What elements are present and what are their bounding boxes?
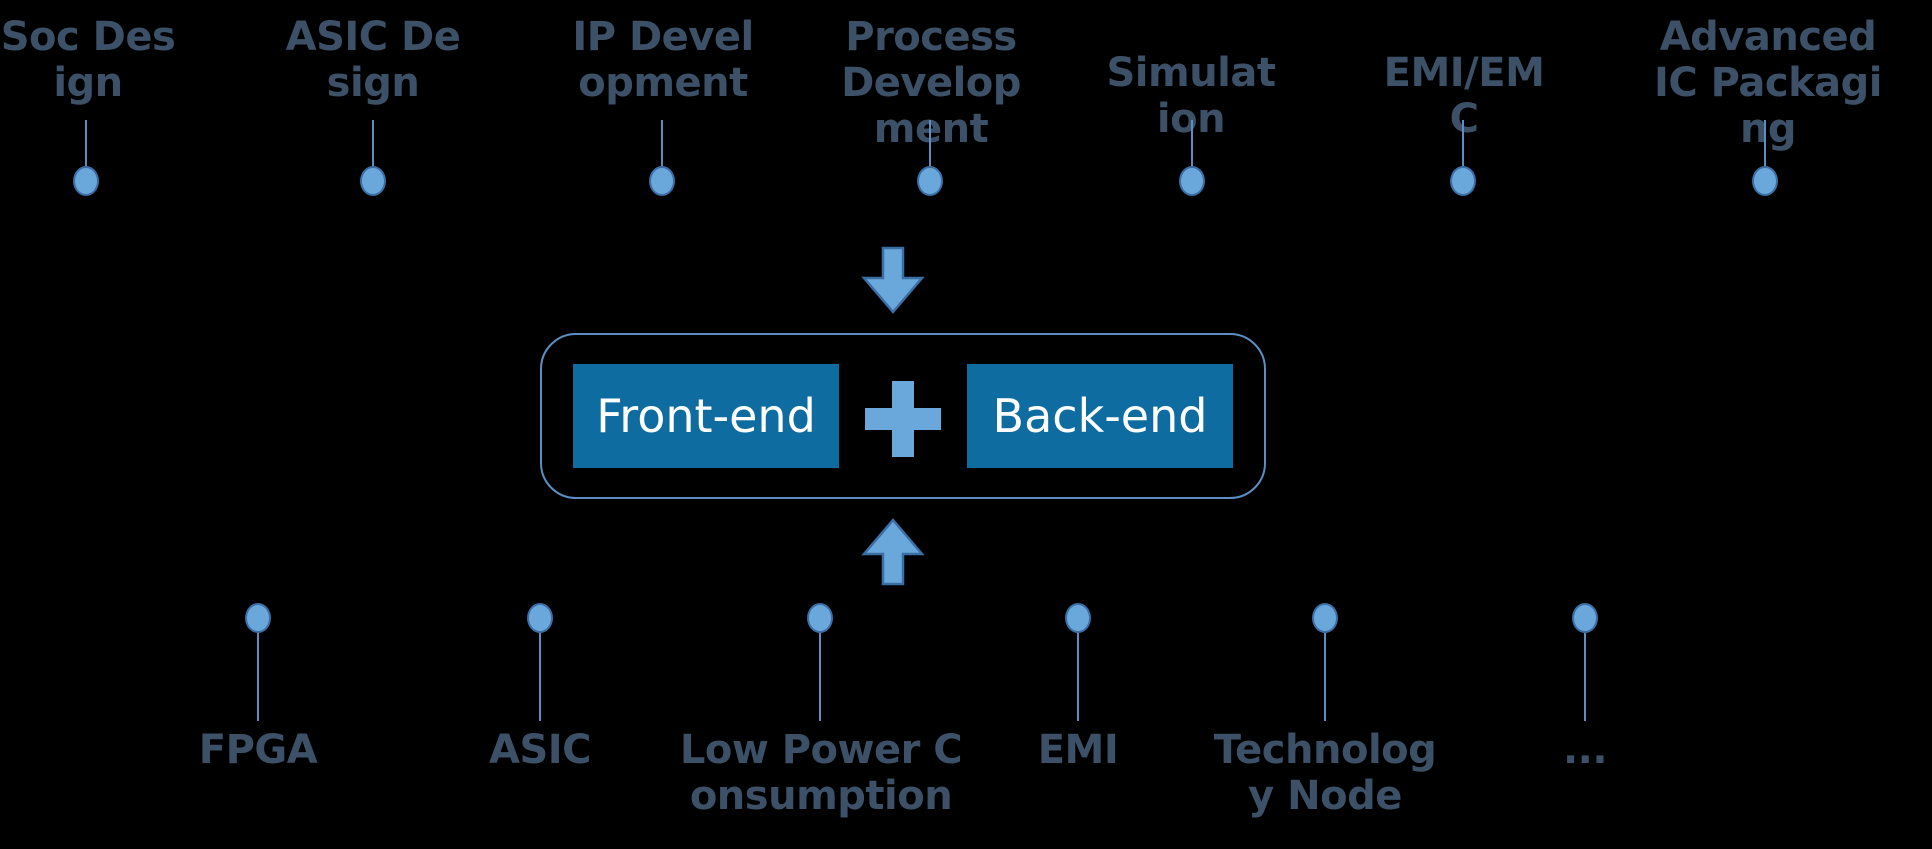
top-node-label: Process Development [841,14,1021,152]
top-node-connector-line [372,120,374,166]
top-node-label: ASIC Design [285,14,461,106]
bottom-node-connector-line [539,633,541,721]
top-node-label: Soc Design [0,14,176,106]
front-end-chip[interactable]: Front-end [573,364,839,468]
top-node-dot[interactable] [1179,166,1205,196]
top-node-connector-line [661,120,663,166]
bottom-node-dot[interactable] [1065,603,1091,633]
bottom-node-connector-line [257,633,259,721]
top-node-connector-line [929,120,931,166]
bottom-node-label: ... [1562,727,1608,773]
bottom-node-dot[interactable] [1572,603,1598,633]
top-node-connector-line [1462,120,1464,166]
up-arrow-icon [860,518,926,586]
bottom-node-connector-line [1077,633,1079,721]
bottom-node-label: ASIC [488,727,592,773]
bottom-node-connector-line [1324,633,1326,721]
plus-icon [839,364,967,468]
top-node-dot[interactable] [649,166,675,196]
core-capability-box: Front-end Back-end [540,333,1266,499]
top-node-dot[interactable] [1450,166,1476,196]
top-node-dot[interactable] [73,166,99,196]
bottom-node-connector-line [1584,633,1586,721]
top-node-dot[interactable] [360,166,386,196]
down-arrow-icon [860,246,926,314]
bottom-node-dot[interactable] [245,603,271,633]
bottom-node-label: Low Power Consumption [679,727,963,819]
bottom-node-label: Technology Node [1213,727,1437,819]
top-node-connector-line [85,120,87,166]
top-node-label: IP Development [572,14,754,106]
bottom-node-dot[interactable] [807,603,833,633]
top-node-dot[interactable] [917,166,943,196]
bottom-node-dot[interactable] [1312,603,1338,633]
top-node-connector-line [1191,120,1193,166]
bottom-node-label: FPGA [198,727,318,773]
top-node-label: Advanced IC Packaging [1653,14,1883,152]
bottom-node-connector-line [819,633,821,721]
back-end-chip[interactable]: Back-end [967,364,1233,468]
top-node-label: EMI/EMC [1383,50,1545,142]
plus-icon-vertical-bar [892,381,914,457]
bottom-node-label: EMI [1037,727,1119,773]
top-node-connector-line [1764,120,1766,166]
top-node-dot[interactable] [1752,166,1778,196]
bottom-node-dot[interactable] [527,603,553,633]
